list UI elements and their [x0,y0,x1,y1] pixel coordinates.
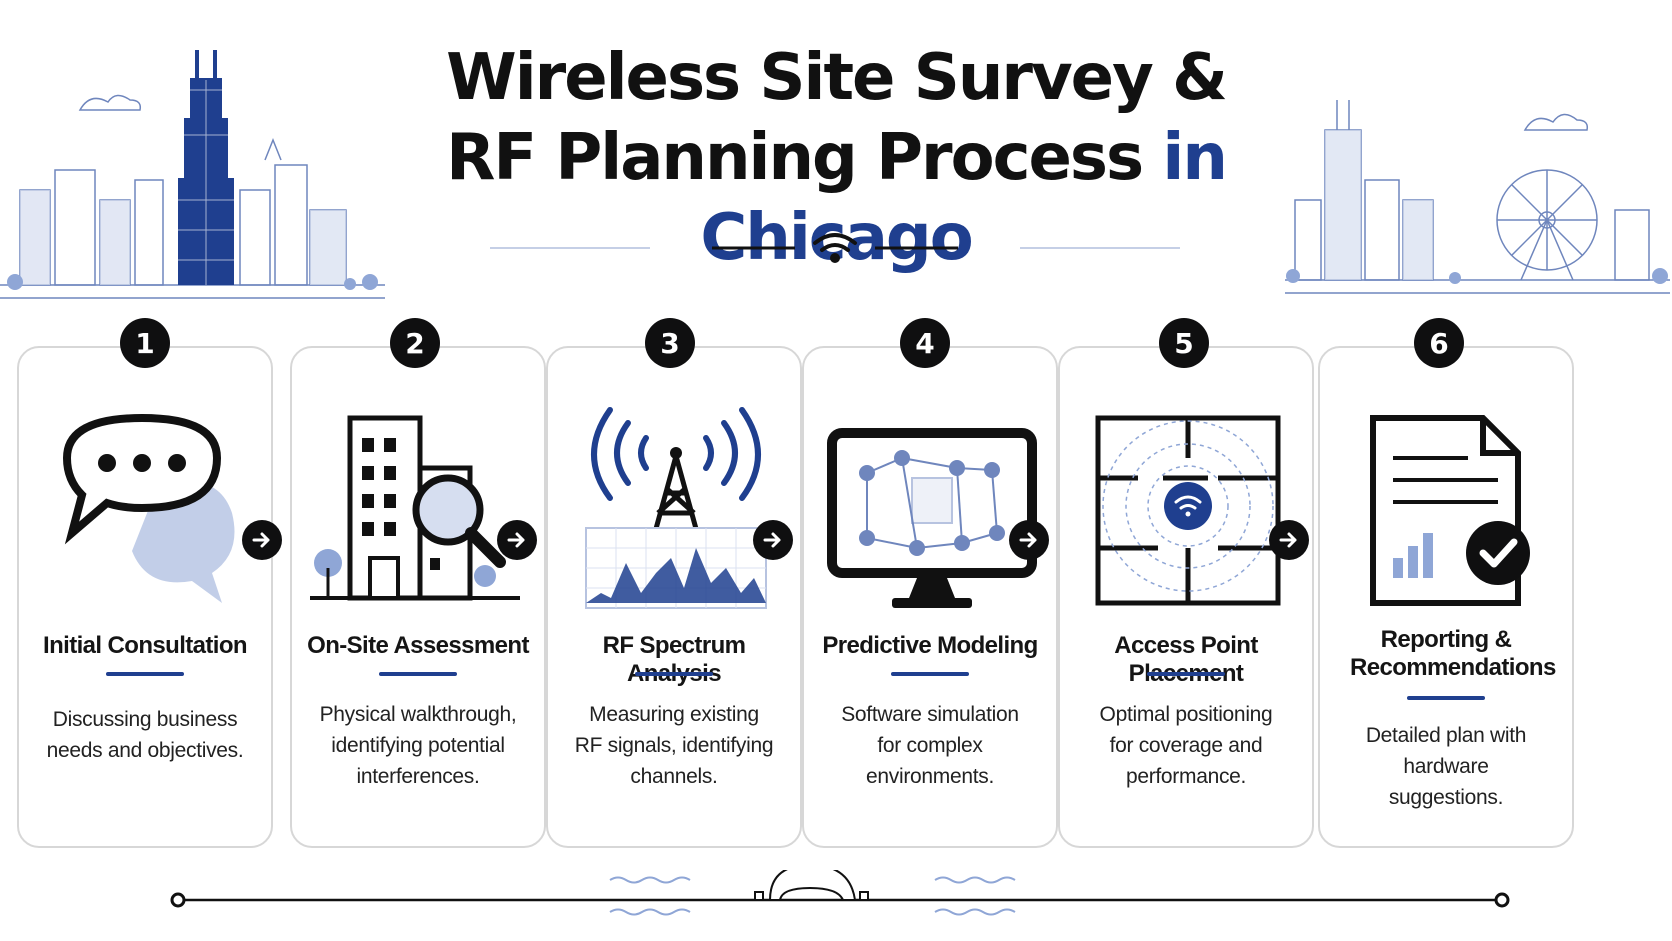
step-description: Software simulation for complex environm… [841,703,1019,788]
arrow-right-icon [497,520,537,560]
building-magnifier-icon [310,415,520,601]
step-underline [106,672,184,676]
monitor-network-icon [827,428,1037,608]
step-number-4: 4 [900,318,950,368]
step-underline [635,672,713,676]
step-card-1: Initial Consultation Discussing business… [17,346,273,848]
step-number-6: 6 [1414,318,1464,368]
footer-bean-divider [170,870,1510,916]
chat-bubbles-icon [62,413,235,603]
title-line-2: RF Planning Process [446,121,1163,195]
cloud-gate-bean-icon [750,870,875,901]
step-title: Reporting & Recommendations [1350,626,1556,681]
arrow-right-icon [1009,520,1049,560]
step-number-5: 5 [1159,318,1209,368]
step-card-4: Predictive Modeling Software simulation … [802,346,1058,848]
step-description: Measuring existing RF signals, identifyi… [574,703,774,788]
step-description: Detailed plan with hardware suggestions. [1365,724,1527,809]
step-description: Optimal positioning for coverage and per… [1099,703,1273,788]
process-steps: Initial Consultation Discussing business… [17,318,1657,848]
step-underline [379,672,457,676]
arrow-right-icon [242,520,282,560]
step-number-1: 1 [120,318,170,368]
step-underline [1147,672,1225,676]
step-card-2: On-Site Assessment Physical walkthrough,… [290,346,546,848]
chicago-skyline-right-illustration [1285,100,1670,294]
step-card-3: RF Spectrum Analysis Measuring existing … [546,346,802,848]
wifi-icon [813,233,857,263]
report-check-icon [1370,415,1530,606]
step-title: Initial Consultation [43,632,248,659]
step-number-3: 3 [645,318,695,368]
arrow-right-icon [753,520,793,560]
wifi-divider [490,233,1180,263]
step-underline [1407,696,1485,700]
step-number-2: 2 [390,318,440,368]
step-card-6: Reporting & Recommendations Detailed pla… [1318,346,1574,848]
step-title: Access Point Placement [1114,632,1258,687]
floorplan-wifi-icon [1095,415,1281,606]
title-line-1: Wireless Site Survey & [446,41,1228,115]
step-description: Physical walkthrough, identifying potent… [319,703,517,788]
title-accent: in Chicago [700,121,1228,275]
step-underline [891,672,969,676]
antenna-spectrum-icon [585,407,767,609]
arrow-right-icon [1269,520,1309,560]
step-title: RF Spectrum Analysis [602,632,746,687]
step-description: Discussing business needs and objectives… [46,708,244,762]
chicago-skyline-left-illustration [0,50,385,299]
step-title: Predictive Modeling [822,632,1038,659]
step-card-5: Access Point Placement Optimal positioni… [1058,346,1314,848]
step-title: On-Site Assessment [307,632,529,659]
page-title: Wireless Site Survey & RF Planning Proce… [330,38,1342,278]
